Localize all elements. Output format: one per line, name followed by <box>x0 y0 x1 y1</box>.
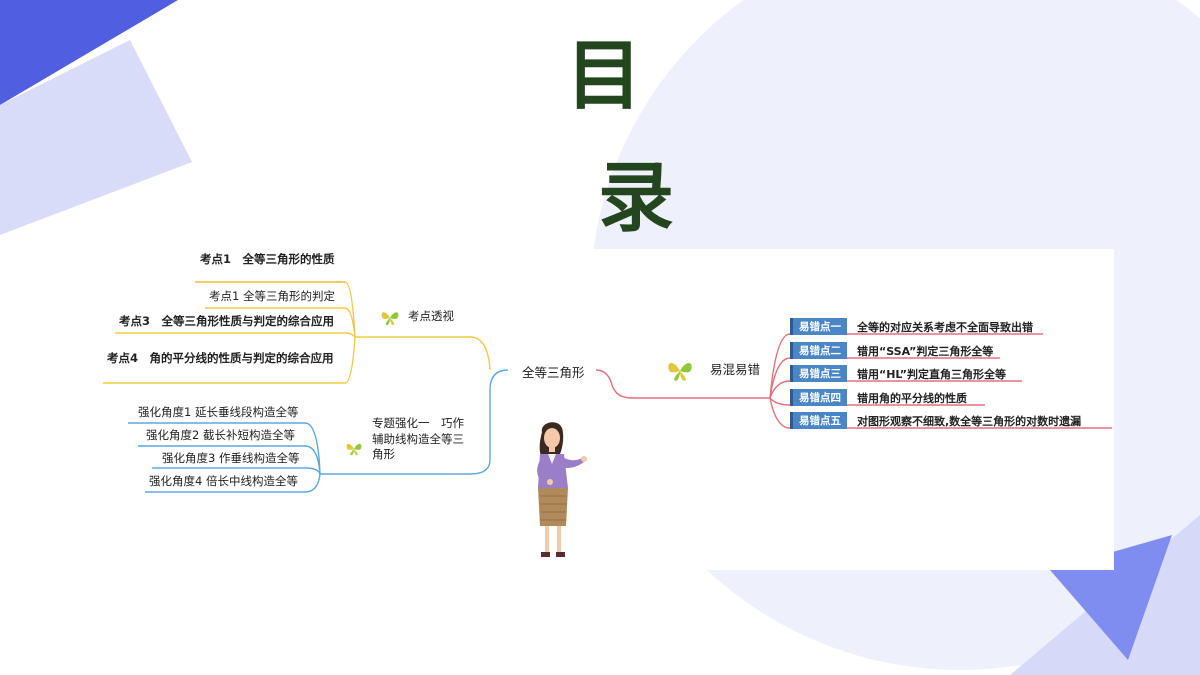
corner-shape-light <box>0 40 192 235</box>
yicuo-item-2: 易错点二 错用“SSA”判定三角形全等 <box>790 342 993 359</box>
zhuanti-item-2: 强化角度2 截长补短构造全等 <box>146 428 295 442</box>
yicuo-item-5: 易错点五 对图形观察不细致,数全等三角形的对数时遗漏 <box>790 412 1081 429</box>
butterfly-icon <box>346 443 362 456</box>
branch-zhuanti-label: 专题强化一 巧作辅助线构造全等三角形 <box>372 416 464 462</box>
corner-triangle-dark <box>0 0 178 105</box>
title-char-1: 目 <box>566 31 642 120</box>
butterfly-icon <box>668 362 692 381</box>
error-text: 对图形观察不细致,数全等三角形的对数时遗漏 <box>857 414 1082 428</box>
kaodian-item-3: 考点3 全等三角形性质与判定的综合应用 <box>119 314 334 328</box>
yicuo-item-4: 易错点四 错用角的平分线的性质 <box>790 389 967 406</box>
error-tag: 易错点三 <box>790 365 847 382</box>
error-tag: 易错点五 <box>790 412 847 429</box>
mindmap-center: 全等三角形 <box>522 365 585 380</box>
yicuo-lines <box>595 333 1112 429</box>
zhuanti-lines <box>128 369 509 493</box>
branch-kaodian-label: 考点透视 <box>408 309 454 323</box>
kaodian-item-2: 考点1 全等三角形的判定 <box>209 289 335 303</box>
error-text: 全等的对应关系考虑不全面导致出错 <box>857 320 1033 334</box>
error-tag: 易错点四 <box>790 389 847 406</box>
teacher-illustration <box>537 422 587 557</box>
title-char-2: 录 <box>598 153 674 242</box>
zhuanti-item-4: 强化角度4 倍长中线构造全等 <box>149 474 298 488</box>
kaodian-item-4: 考点4 角的平分线的性质与判定的综合应用 <box>107 351 334 365</box>
zhuanti-item-1: 强化角度1 延长垂线段构造全等 <box>138 405 299 419</box>
error-text: 错用“SSA”判定三角形全等 <box>857 344 994 358</box>
error-text: 错用“HL”判定直角三角形全等 <box>857 367 1007 381</box>
error-tag: 易错点一 <box>790 318 847 335</box>
kaodian-lines <box>103 281 491 384</box>
branch-yicuo-label: 易混易错 <box>710 362 761 377</box>
error-text: 错用角的平分线的性质 <box>857 391 967 405</box>
yicuo-item-1: 易错点一 全等的对应关系考虑不全面导致出错 <box>790 318 1033 335</box>
zhuanti-item-3: 强化角度3 作垂线构造全等 <box>162 451 300 465</box>
mindmap-panel <box>100 249 1114 570</box>
kaodian-item-1: 考点1 全等三角形的性质 <box>200 252 335 266</box>
error-tag: 易错点二 <box>790 342 847 359</box>
butterfly-icon <box>381 312 399 325</box>
yicuo-item-3: 易错点三 错用“HL”判定直角三角形全等 <box>790 365 1006 382</box>
